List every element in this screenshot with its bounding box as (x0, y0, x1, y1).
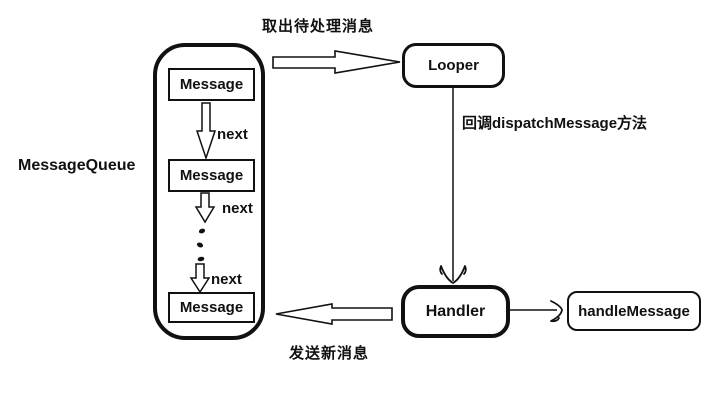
next-label-3: next (211, 271, 242, 288)
dispatch-callback-label: 回调dispatchMessage方法 (462, 115, 648, 132)
next-arrow-1-icon (195, 102, 217, 161)
message-node-3-label: Message (179, 299, 244, 316)
handlemessage-node-label: handleMessage (578, 302, 690, 320)
message-queue-box (153, 43, 265, 340)
handlemessage-node: handleMessage (567, 291, 701, 331)
next-arrow-2-icon (194, 192, 216, 224)
handler-node-label: Handler (425, 302, 486, 320)
message-node-1: Message (168, 68, 255, 101)
looper-node-label: Looper (428, 57, 479, 74)
looper-node: Looper (402, 43, 505, 88)
handler-node: Handler (401, 285, 510, 338)
send-new-message-label: 发送新消息 (289, 345, 370, 362)
message-node-3: Message (168, 292, 255, 323)
next-label-2: next (222, 200, 253, 217)
message-node-2: Message (168, 159, 255, 192)
fetch-pending-message-label: 取出待处理消息 (262, 18, 375, 35)
looper-to-handler-arrowhead-icon (439, 265, 467, 285)
next-label-1: next (217, 126, 248, 143)
handler-to-handlemessage-arrowhead-icon (550, 300, 563, 323)
message-queue-label: MessageQueue (18, 157, 136, 174)
next-arrow-3-icon (189, 263, 211, 294)
message-node-1-label: Message (179, 76, 244, 93)
handler-to-queue-arrow-icon (275, 303, 393, 325)
queue-ellipsis-dots (196, 228, 206, 262)
message-node-2-label: Message (179, 167, 244, 184)
queue-to-looper-arrow-icon (272, 50, 401, 74)
